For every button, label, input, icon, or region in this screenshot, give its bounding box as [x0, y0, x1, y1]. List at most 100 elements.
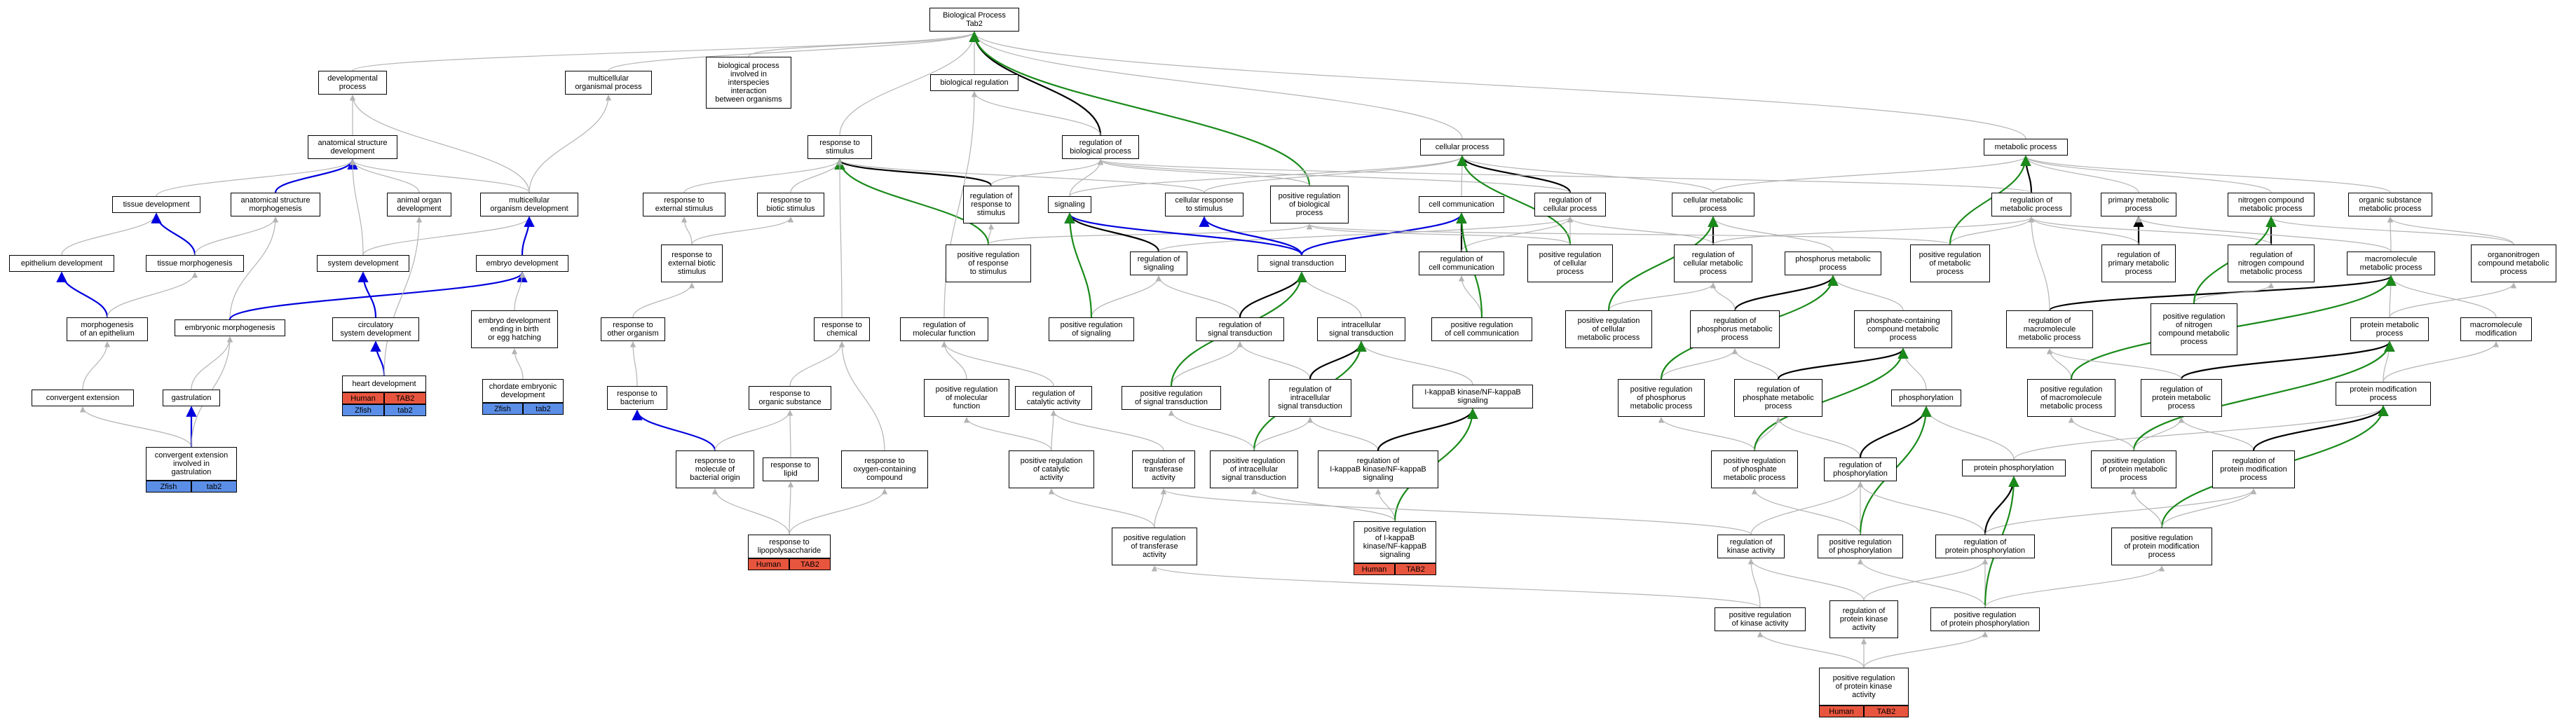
node-regulation-of-phosphate-metabolic-process[interactable]: regulation of phosphate metabolic proces…	[1734, 379, 1822, 417]
node-system-development[interactable]: system development	[317, 255, 409, 272]
node-animal-organ-development[interactable]: animal organ development	[387, 193, 451, 216]
node-signaling[interactable]: signaling	[1048, 196, 1091, 213]
node-response-to-stimulus[interactable]: response to stimulus	[807, 135, 872, 159]
node-tissue-development[interactable]: tissue development	[112, 196, 200, 213]
node-regulation-of-protein-metabolic-process[interactable]: regulation of protein metabolic process	[2141, 379, 2222, 417]
node-embryonic-morphogenesis[interactable]: embryonic morphogenesis	[175, 319, 285, 336]
node-cellular-response-to-stimulus[interactable]: cellular response to stimulus	[1165, 193, 1243, 216]
node-positive-regulation-of-transferase-activity[interactable]: positive regulation of transferase activ…	[1112, 528, 1197, 565]
node-epithelium-development[interactable]: epithelium development	[9, 255, 114, 272]
node-regulation-of-nitrogen-compound-metabolic-process[interactable]: regulation of nitrogen compound metaboli…	[2228, 245, 2315, 282]
node-positive-regulation-of-cell-communication[interactable]: positive regulation of cell communicatio…	[1431, 317, 1532, 341]
node-chordate-embryonic-development[interactable]: chordate embryonic development	[482, 379, 564, 403]
node-positive-regulation-of-protein-metabolic-process[interactable]: positive regulation of protein metabolic…	[2091, 450, 2176, 488]
node-positive-regulation-of-macromolecule-metabolic-process[interactable]: positive regulation of macromolecule met…	[2027, 379, 2115, 417]
node-regulation-of-cellular-metabolic-process[interactable]: regulation of cellular metabolic process	[1674, 245, 1752, 282]
node-positive-regulation-of-protein-kinase-activity[interactable]: positive regulation of protein kinase ac…	[1819, 668, 1909, 705]
node-biological-regulation[interactable]: biological regulation	[930, 74, 1018, 91]
node-protein-phosphorylation[interactable]: protein phosphorylation	[1962, 460, 2066, 476]
node-positive-regulation-of-phosphorus-metabolic-process[interactable]: positive regulation of phosphorus metabo…	[1618, 379, 1705, 417]
node-interspecies-interaction[interactable]: biological process involved in interspec…	[706, 57, 791, 109]
node-regulation-of-signal-transduction[interactable]: regulation of signal transduction	[1196, 317, 1284, 341]
node-cellular-metabolic-process[interactable]: cellular metabolic process	[1672, 193, 1754, 216]
node-positive-regulation-of-biological-process[interactable]: positive regulation of biological proces…	[1270, 186, 1349, 223]
node-anatomical-structure-development[interactable]: anatomical structure development	[308, 135, 397, 159]
node-organic-substance-metabolic-process[interactable]: organic substance metabolic process	[2348, 193, 2432, 216]
node-positive-regulation-of-kinase-activity[interactable]: positive regulation of kinase activity	[1715, 607, 1806, 631]
node-regulation-of-intracellular-signal-transduction[interactable]: regulation of intracellular signal trans…	[1269, 379, 1351, 417]
node-positive-regulation-of-signaling[interactable]: positive regulation of signaling	[1049, 317, 1134, 341]
node-nitrogen-compound-metabolic-process[interactable]: nitrogen compound metabolic process	[2228, 193, 2315, 216]
node-regulation-of-kinase-activity[interactable]: regulation of kinase activity	[1717, 535, 1785, 558]
node-regulation-of-ikappab-signaling[interactable]: regulation of I-kappaB kinase/NF-kappaB …	[1318, 450, 1438, 488]
node-heart-development[interactable]: heart development	[342, 376, 426, 392]
node-response-to-organic-substance[interactable]: response to organic substance	[749, 386, 831, 410]
node-convergent-extension[interactable]: convergent extension	[32, 390, 134, 406]
node-positive-regulation-of-cellular-process[interactable]: positive regulation of cellular process	[1527, 245, 1613, 282]
node-regulation-of-transferase-activity[interactable]: regulation of transferase activity	[1132, 450, 1195, 488]
node-metabolic-process[interactable]: metabolic process	[1984, 139, 2068, 156]
node-organonitrogen-compound-metabolic-process[interactable]: organonitrogen compound metabolic proces…	[2471, 245, 2556, 282]
node-protein-modification-process[interactable]: protein modification process	[2336, 382, 2431, 406]
node-response-to-lipid[interactable]: response to lipid	[763, 457, 819, 481]
node-response-to-biotic-stimulus[interactable]: response to biotic stimulus	[757, 193, 824, 216]
node-regulation-of-catalytic-activity[interactable]: regulation of catalytic activity	[1015, 386, 1092, 410]
node-regulation-of-signaling[interactable]: regulation of signaling	[1130, 252, 1187, 275]
node-response-to-molecule-of-bacterial-origin[interactable]: response to molecule of bacterial origin	[676, 450, 754, 488]
node-protein-metabolic-process[interactable]: protein metabolic process	[2350, 317, 2429, 341]
node-positive-regulation-of-protein-modification-process[interactable]: positive regulation of protein modificat…	[2111, 528, 2212, 565]
node-phosphorus-metabolic-process[interactable]: phosphorus metabolic process	[1785, 252, 1881, 275]
node-primary-metabolic-process[interactable]: primary metabolic process	[2101, 193, 2176, 216]
node-regulation-of-phosphorylation[interactable]: regulation of phosphorylation	[1824, 457, 1897, 481]
node-response-to-external-biotic-stimulus[interactable]: response to external biotic stimulus	[661, 245, 723, 282]
node-positive-regulation-of-phosphate-metabolic-process[interactable]: positive regulation of phosphate metabol…	[1711, 450, 1798, 488]
node-gastrulation[interactable]: gastrulation	[163, 390, 220, 406]
node-multicellular-organismal-process[interactable]: multicellular organismal process	[565, 71, 652, 95]
node-positive-regulation-of-ikappab-signaling[interactable]: positive regulation of I-kappaB kinase/N…	[1354, 521, 1436, 563]
node-regulation-of-phosphorus-metabolic-process[interactable]: regulation of phosphorus metabolic proce…	[1690, 310, 1780, 348]
node-regulation-of-metabolic-process[interactable]: regulation of metabolic process	[1991, 193, 2071, 216]
node-positive-regulation-of-nitrogen-compound-metabolic-process[interactable]: positive regulation of nitrogen compound…	[2151, 303, 2237, 355]
node-positive-regulation-of-phosphorylation[interactable]: positive regulation of phosphorylation	[1818, 535, 1903, 558]
node-signal-transduction[interactable]: signal transduction	[1258, 255, 1346, 272]
node-positive-regulation-of-molecular-function[interactable]: positive regulation of molecular functio…	[924, 379, 1009, 417]
node-morphogenesis-of-an-epithelium[interactable]: morphogenesis of an epithelium	[67, 317, 148, 341]
node-response-to-oxygen-containing-compound[interactable]: response to oxygen-containing compound	[841, 450, 928, 488]
node-regulation-of-primary-metabolic-process[interactable]: regulation of primary metabolic process	[2101, 245, 2176, 282]
node-phosphorylation[interactable]: phosphorylation	[1891, 390, 1961, 406]
node-intracellular-signal-transduction[interactable]: intracellular signal transduction	[1317, 317, 1405, 341]
node-regulation-of-protein-modification-process[interactable]: regulation of protein modification proce…	[2212, 450, 2295, 488]
node-positive-regulation-of-catalytic-activity[interactable]: positive regulation of catalytic activit…	[1009, 450, 1094, 488]
node-regulation-of-cellular-process[interactable]: regulation of cellular process	[1534, 193, 1606, 216]
node-biological-process[interactable]: Biological Process Tab2	[929, 8, 1019, 32]
node-embryo-development[interactable]: embryo development	[476, 255, 568, 272]
node-embryo-development-birth[interactable]: embryo development ending in birth or eg…	[471, 310, 558, 348]
node-regulation-of-biological-process[interactable]: regulation of biological process	[1062, 135, 1139, 159]
node-phosphate-containing-compound-metabolic-process[interactable]: phosphate-containing compound metabolic …	[1854, 310, 1952, 348]
node-regulation-of-cell-communication[interactable]: regulation of cell communication	[1419, 252, 1504, 275]
node-anatomical-structure-morphogenesis[interactable]: anatomical structure morphogenesis	[231, 193, 320, 216]
node-macromolecule-modification[interactable]: macromolecule modification	[2460, 317, 2532, 341]
node-positive-regulation-of-cellular-metabolic-process[interactable]: positive regulation of cellular metaboli…	[1565, 310, 1652, 348]
node-convergent-extension-gastrulation[interactable]: convergent extension involved in gastrul…	[146, 447, 237, 481]
node-response-to-lipopolysaccharide[interactable]: response to lipopolysaccharide	[748, 535, 831, 558]
node-regulation-of-protein-phosphorylation[interactable]: regulation of protein phosphorylation	[1935, 535, 2035, 558]
node-cell-communication[interactable]: cell communication	[1419, 196, 1504, 213]
node-response-to-bacterium[interactable]: response to bacterium	[607, 386, 667, 410]
node-positive-regulation-of-intracellular-signal-transduction[interactable]: positive regulation of intracellular sig…	[1210, 450, 1298, 488]
node-regulation-of-protein-kinase-activity[interactable]: regulation of protein kinase activity	[1829, 600, 1898, 638]
node-tissue-morphogenesis[interactable]: tissue morphogenesis	[146, 255, 244, 272]
node-positive-regulation-of-signal-transduction[interactable]: positive regulation of signal transducti…	[1122, 386, 1221, 410]
node-circulatory-system-development[interactable]: circulatory system development	[332, 317, 419, 341]
node-multicellular-organism-development[interactable]: multicellular organism development	[480, 193, 578, 216]
node-ikappab-kinase-nfkappab-signaling[interactable]: I-kappaB kinase/NF-kappaB signaling	[1412, 385, 1533, 408]
node-regulation-of-macromolecule-metabolic-process[interactable]: regulation of macromolecule metabolic pr…	[2006, 310, 2093, 348]
node-response-to-chemical[interactable]: response to chemical	[814, 317, 870, 341]
node-positive-regulation-of-protein-phosphorylation[interactable]: positive regulation of protein phosphory…	[1930, 607, 2040, 631]
node-macromolecule-metabolic-process[interactable]: macromolecule metabolic process	[2347, 252, 2435, 275]
node-response-to-external-stimulus[interactable]: response to external stimulus	[643, 193, 725, 216]
node-cellular-process[interactable]: cellular process	[1420, 139, 1504, 156]
node-positive-regulation-of-response-to-stimulus[interactable]: positive regulation of response to stimu…	[946, 245, 1031, 282]
node-response-to-other-organism[interactable]: response to other organism	[601, 317, 665, 341]
node-positive-regulation-of-metabolic-process[interactable]: positive regulation of metabolic process	[1910, 245, 1990, 282]
